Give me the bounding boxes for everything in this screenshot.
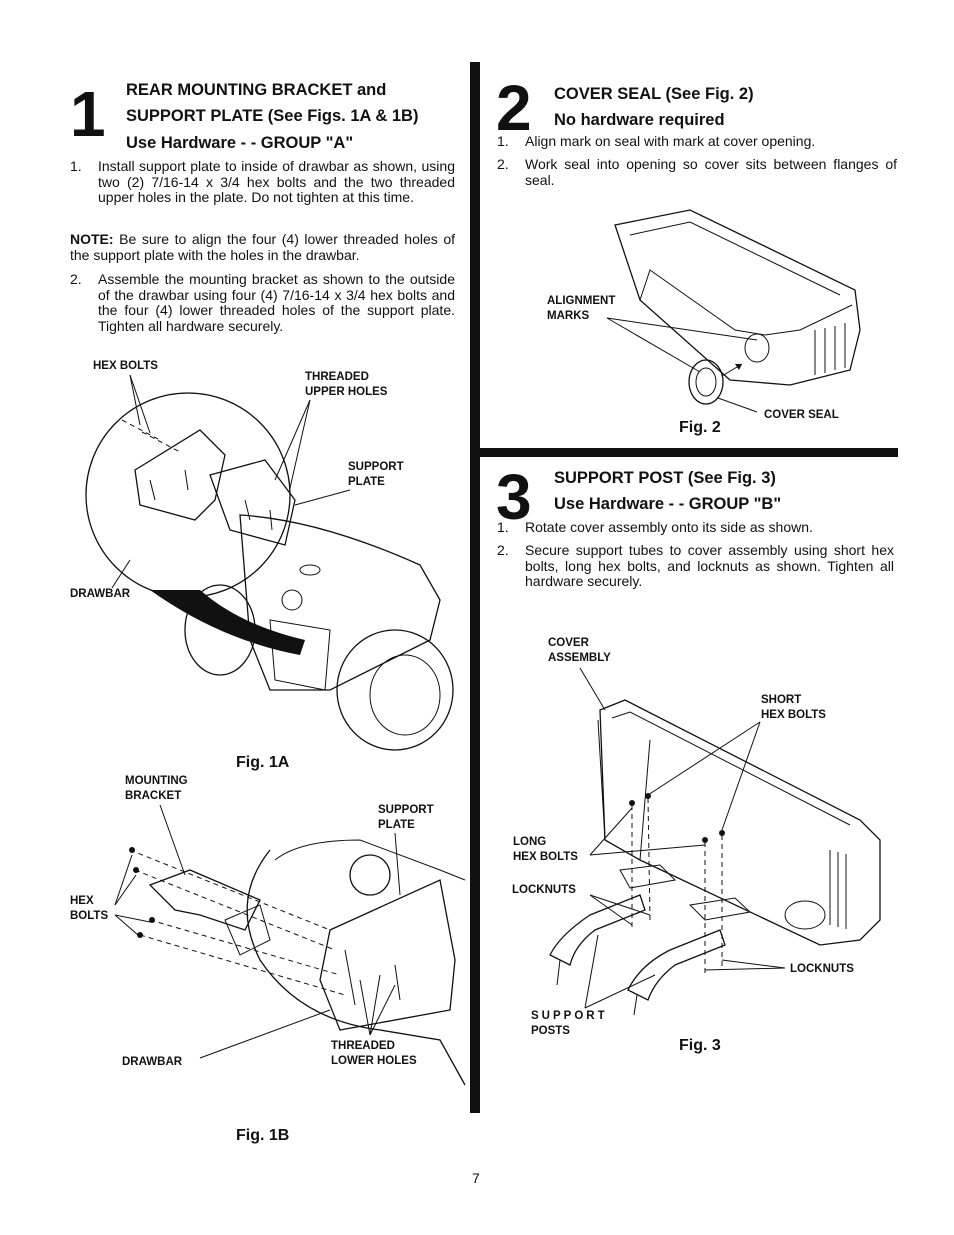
fig1a-callout-drawbar: DRAWBAR [70,588,131,600]
fig3-callout-locknuts-left: LOCKNUTS [512,884,576,896]
step1-item1-text: Install support plate to inside of drawb… [98,158,455,205]
step1-item1: 1. Install support plate to inside of dr… [70,158,455,206]
step3-item1-text: Rotate cover assembly onto its side as s… [525,519,813,535]
step2-item2-text: Work seal into opening so cover sits bet… [525,156,897,188]
step1-note: NOTE: Be sure to align the four (4) lowe… [70,231,456,263]
fig1b-callout-drawbar: DRAWBAR [122,1056,183,1068]
fig2-seal [688,359,724,405]
fig1a-drawbar [269,619,331,691]
step2-number: 2 [496,72,532,144]
step2-item1: 1. Align mark on seal with mark at cover… [497,133,897,150]
fig2-cover [614,209,861,386]
page-number: 7 [472,1170,480,1186]
fig1b-drawbar-plate [319,879,456,1031]
fig1b-callout-hex-2: BOLTS [70,910,109,922]
horizontal-divider [480,448,898,457]
step1-title-line2: SUPPORT PLATE (See Figs. 1A & 1B) [126,107,419,125]
fig1a-callout-threaded-upper-1: THREADED [305,371,369,383]
fig2-label: Fig. 2 [679,419,721,436]
step3-item1: 1. Rotate cover assembly onto its side a… [497,519,894,536]
fig1b-callout-support-2: PLATE [378,819,415,831]
fig3-support-post-right [627,929,726,1001]
fig1a-callout-hex-bolts: HEX BOLTS [93,360,158,372]
step2-item1-text: Align mark on seal with mark at cover op… [525,133,816,149]
step2-item2: 2. Work seal into opening so cover sits … [497,156,897,188]
fig1b-callout-support-1: SUPPORT [378,804,434,816]
fig3-callout-cover-2: ASSEMBLY [548,652,611,664]
fig1a-tire-left [184,584,256,676]
step3-item1-num: 1. [497,519,509,535]
step1-number: 1 [70,78,106,150]
fig3-callout-short-hex-2: HEX BOLTS [761,709,826,721]
fig1a-callout-support-1: SUPPORT [348,461,404,473]
fig1b-callout-hex-1: HEX [70,895,94,907]
step2-item2-num: 2. [497,156,509,172]
fig1b-callout-mounting-2: BRACKET [125,790,182,802]
fig3-label: Fig. 3 [679,1037,721,1054]
fig3-callout-support-1: SUPPORT [531,1010,608,1022]
fig3-callout-cover-1: COVER [548,637,589,649]
fig3-callout-long-hex-1: LONG [513,836,547,848]
fig3-callout-short-hex-1: SHORT [761,694,802,706]
step3-title-line2: Use Hardware - - GROUP "B" [554,495,782,513]
fig1a-tire-right [336,629,454,751]
fig1b-callout-threaded-lower-1: THREADED [331,1040,395,1052]
step2-title-line2: No hardware required [554,111,725,129]
note-label: NOTE: [70,231,114,247]
fig1b-callout-mounting-1: MOUNTING [125,775,188,787]
fig2-callout-cover-seal: COVER SEAL [764,409,839,421]
fig1a-wedge [150,590,305,655]
step2-title-line1: COVER SEAL (See Fig. 2) [554,85,754,103]
step1-title-line3: Use Hardware - - GROUP "A" [126,134,354,152]
fig1a-tractor-body [239,514,441,691]
step3-title-line1: SUPPORT POST (See Fig. 3) [554,469,776,487]
fig1a-label: Fig. 1A [236,754,290,771]
step2-item1-num: 1. [497,133,509,149]
fig1a-callout-threaded-upper-2: UPPER HOLES [305,386,388,398]
fig3-callout-support-2: POSTS [531,1025,570,1037]
fig2-callout-alignment-2: MARKS [547,310,590,322]
step1-item1-num: 1. [70,158,82,174]
fig1b-mounting-bracket [148,869,261,931]
fig3-cover [599,699,881,946]
fig3-callout-long-hex-2: HEX BOLTS [513,851,578,863]
fig1b-tire [246,849,466,1086]
fig2-callout-alignment-1: ALIGNMENT [547,295,616,307]
step1-item2-text: Assemble the mounting bracket as shown t… [98,271,455,334]
fig3-callout-locknuts-right: LOCKNUTS [790,963,854,975]
step1-title-line1: REAR MOUNTING BRACKET and [126,81,387,99]
step3-item2: 2. Secure support tubes to cover assembl… [497,542,894,590]
fig1a-plate-right [209,459,296,546]
step3-number: 3 [496,461,532,533]
step1-item2-num: 2. [70,271,82,287]
fig1a-callout-support-2: PLATE [348,476,385,488]
step3-item2-text: Secure support tubes to cover assembly u… [525,542,894,589]
fig1b-label: Fig. 1B [236,1127,290,1144]
fig3-support-post-left [549,894,646,966]
vertical-divider [470,62,480,1113]
note-text: Be sure to align the four (4) lower thre… [70,231,456,263]
fig1b-callout-threaded-lower-2: LOWER HOLES [331,1055,417,1067]
fig2-opening [744,333,770,363]
fig1b-support-plate [349,854,391,896]
step3-item2-num: 2. [497,542,509,558]
fig1a-plate-left [134,429,226,521]
step1-item2: 2. Assemble the mounting bracket as show… [70,271,455,334]
